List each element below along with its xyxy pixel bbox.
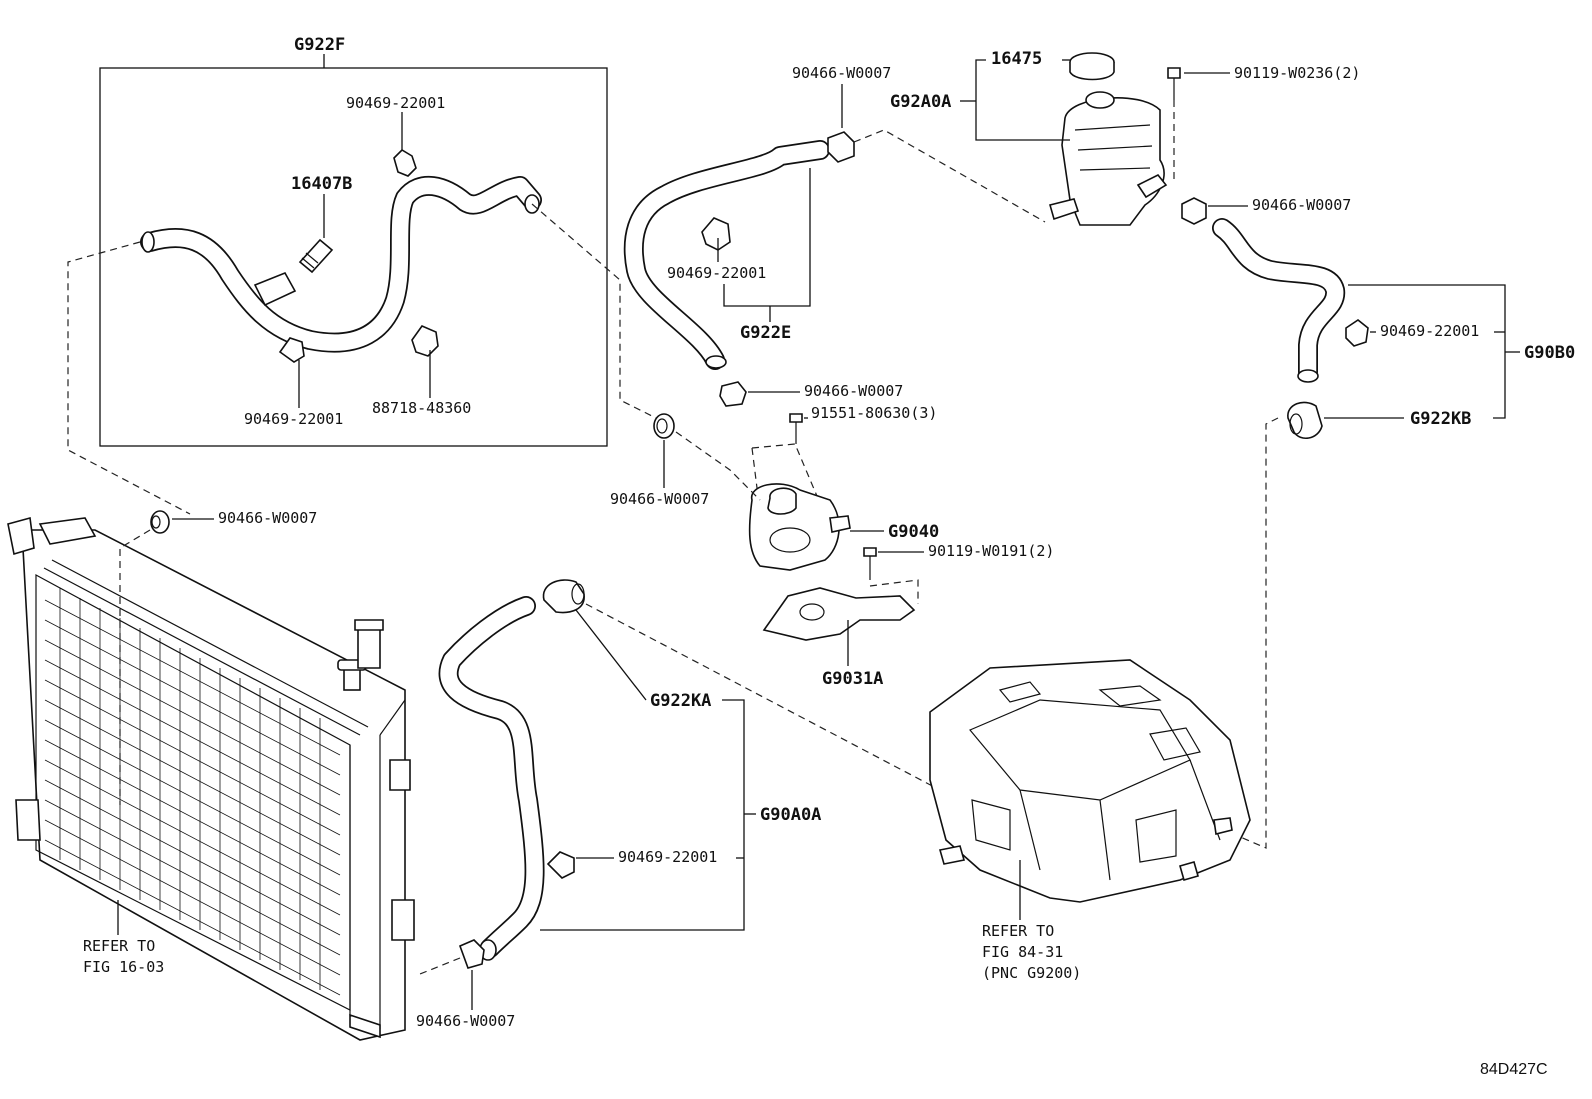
clip-90469-lower[interactable]	[546, 851, 575, 879]
label-90469-22001-box-top: 90469-22001	[346, 94, 445, 112]
clamp-90466-tank[interactable]	[1181, 197, 1207, 225]
radiator-ref-line2: FIG 16-03	[83, 958, 164, 976]
clip-90469-mid[interactable]	[701, 217, 731, 251]
hose-g922e[interactable]	[623, 140, 830, 370]
clamp-88718-48360[interactable]	[411, 325, 439, 357]
label-90466-w0007-left: 90466-W0007	[218, 509, 317, 527]
screw-90119-w0191[interactable]	[863, 547, 877, 580]
clip-90469-box-top[interactable]	[393, 148, 417, 177]
hose-g90b0[interactable]	[1212, 218, 1346, 383]
radiator-ref-line1: REFER TO	[83, 937, 155, 955]
radiator[interactable]	[7, 516, 415, 1041]
label-g90b0: G90B0	[1524, 343, 1575, 363]
reservoir-tank-g92a0a[interactable]	[1049, 91, 1168, 226]
clip-90469-right[interactable]	[1345, 319, 1369, 347]
screw-90119-w0236[interactable]	[1167, 67, 1181, 180]
label-91551-80630: 91551-80630(3)	[811, 404, 937, 422]
label-90466-w0007-top: 90466-W0007	[792, 64, 891, 82]
elbow-g922ka[interactable]	[542, 579, 585, 614]
label-90119-w0191: 90119-W0191(2)	[928, 542, 1054, 560]
clamp-90466-mid[interactable]	[719, 381, 747, 407]
label-g9031a: G9031A	[822, 669, 883, 689]
bracket-g9031a[interactable]	[762, 579, 919, 641]
hose-g922f[interactable]	[140, 175, 542, 353]
label-90469-22001-mid: 90469-22001	[667, 264, 766, 282]
label-90469-22001-box-bottom: 90469-22001	[244, 410, 343, 428]
clip-90469-box-bottom[interactable]	[278, 337, 305, 363]
cap-16475[interactable]	[1069, 52, 1115, 81]
label-90466-w0007-tank: 90466-W0007	[1252, 196, 1351, 214]
clamp-90466-bottom[interactable]	[458, 939, 485, 969]
label-90466-w0007-mid: 90466-W0007	[804, 382, 903, 400]
label-90469-22001-lower: 90469-22001	[618, 848, 717, 866]
label-g90a0a: G90A0A	[760, 805, 821, 825]
label-g922ka: G922KA	[650, 691, 711, 711]
label-16407b: 16407B	[291, 174, 352, 194]
clamp-90466-pump[interactable]	[653, 413, 675, 439]
bolt-91551-80630[interactable]	[789, 413, 803, 444]
clamp-90466-top[interactable]	[827, 131, 855, 163]
inverter-ref-line2: FIG 84-31	[982, 943, 1063, 961]
label-90119-w0236: 90119-W0236(2)	[1234, 64, 1360, 82]
label-90466-w0007-pump: 90466-W0007	[610, 490, 709, 508]
inverter-assembly[interactable]	[929, 659, 1251, 903]
label-88718-48360: 88718-48360	[372, 399, 471, 417]
g922f-group-box	[99, 67, 608, 447]
label-90469-22001-right: 90469-22001	[1380, 322, 1479, 340]
clamp-90466-left[interactable]	[150, 510, 170, 534]
elbow-g922kb[interactable]	[1287, 401, 1323, 439]
label-g922kb: G922KB	[1410, 409, 1471, 429]
sensor-16407b[interactable]	[298, 238, 334, 274]
label-g92a0a: G92A0A	[890, 92, 951, 112]
label-90466-w0007-bottom: 90466-W0007	[416, 1012, 515, 1030]
label-g9040: G9040	[888, 522, 939, 542]
label-g922e: G922E	[740, 323, 791, 343]
label-g922f: G922F	[294, 35, 345, 55]
figure-id: 84D427C	[1480, 1061, 1548, 1078]
water-pump-g9040[interactable]	[748, 483, 851, 571]
inverter-ref-line1: REFER TO	[982, 922, 1054, 940]
inverter-ref-line3: (PNC G9200)	[982, 964, 1081, 982]
hose-g90a0a[interactable]	[438, 596, 545, 961]
label-16475: 16475	[991, 49, 1042, 69]
